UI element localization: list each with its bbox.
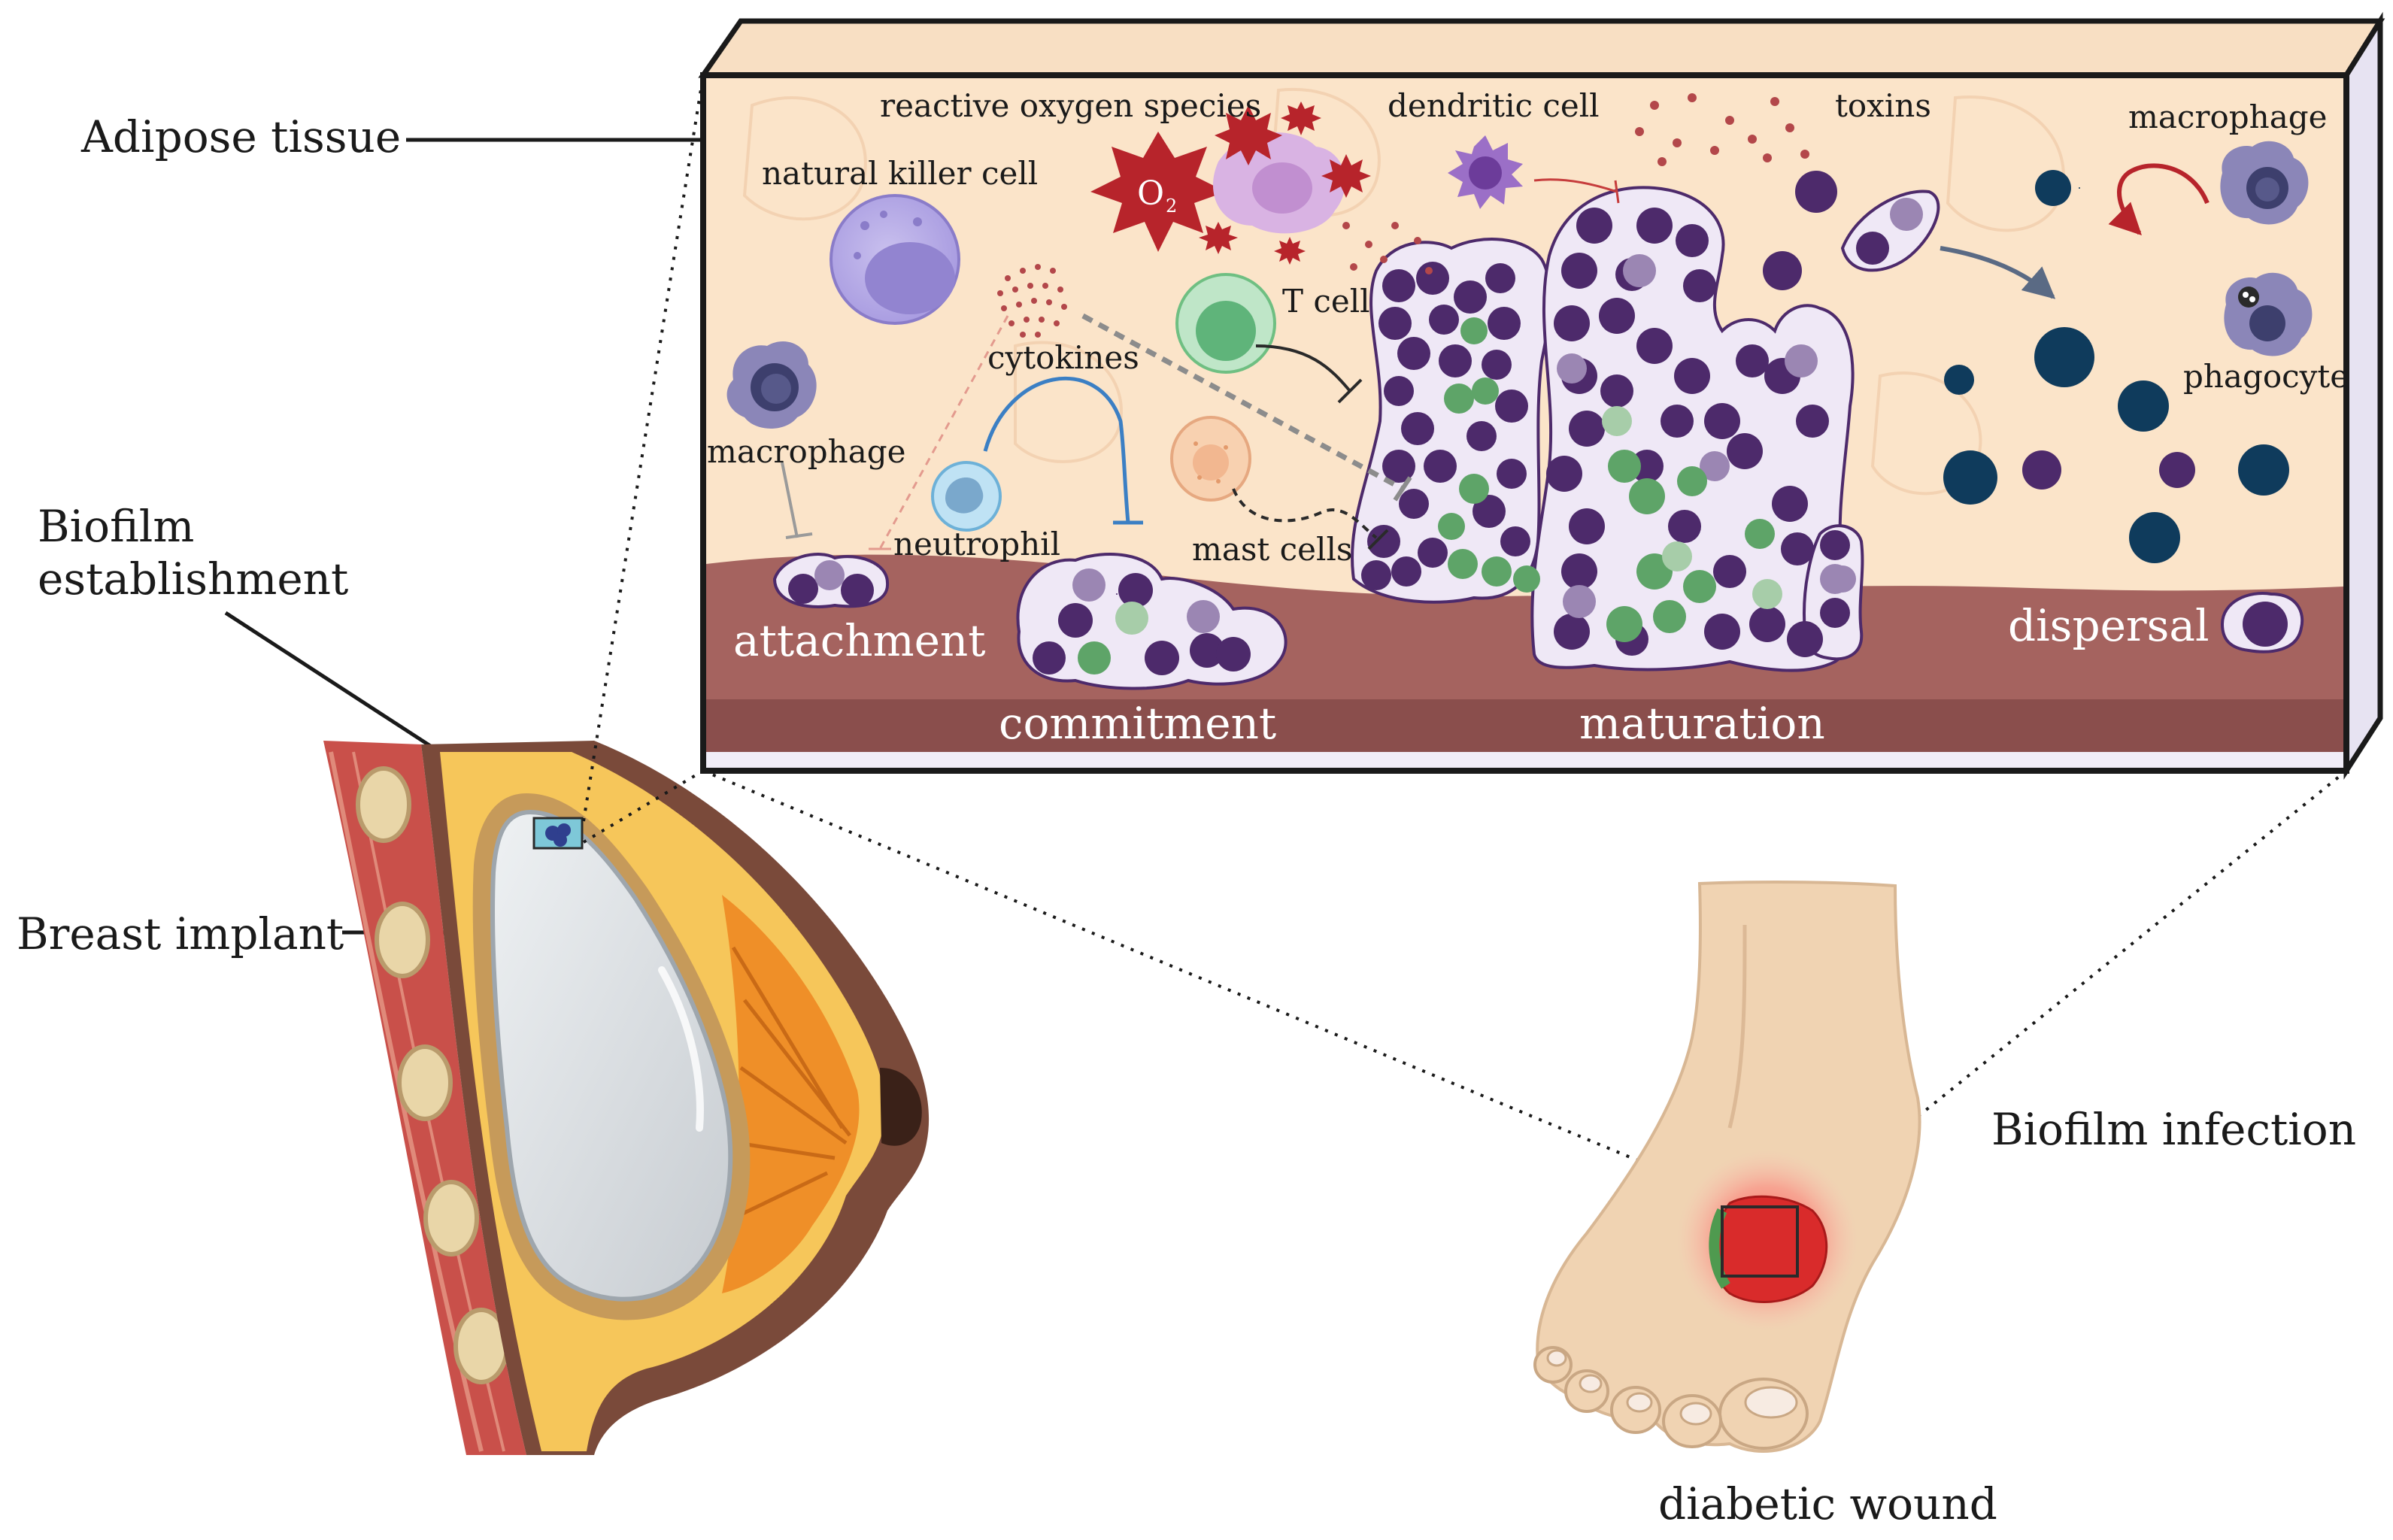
t-cell-label: T cell — [1282, 283, 1370, 320]
phagocytosis-arrow — [2108, 163, 2210, 235]
neutrophil-label: neutrophil — [893, 526, 1060, 562]
mast-cells-label: mast cells — [1192, 531, 1352, 568]
ribs — [356, 766, 509, 1384]
breast-illustration — [323, 741, 930, 1455]
phagocyte — [2224, 272, 2313, 356]
wound-box — [1721, 1205, 1799, 1278]
dendritic-cell — [1448, 135, 1523, 209]
dispersal-arrow — [1940, 246, 2056, 299]
ros-burst-large: O 2 — [1090, 132, 1226, 252]
natural-killer-cell-label: natural killer cell — [762, 155, 1038, 192]
nipple — [880, 1068, 922, 1146]
wound — [1712, 1195, 1828, 1303]
biofilm-establishment-label-line1: Biofilm — [38, 501, 194, 552]
stage-attachment-label: attachment — [733, 615, 986, 666]
diabetic-wound-label: diabetic wound — [1658, 1478, 1997, 1529]
stage-maturation-label: maturation — [1579, 698, 1825, 749]
macrophage-left-label: macrophage — [707, 433, 905, 470]
maturation-bacteria — [1361, 208, 1856, 657]
toxins — [1342, 93, 1809, 274]
foot-illustration — [1533, 881, 1921, 1453]
macrophage-left — [726, 341, 817, 429]
stage-dispersal-label: dispersal — [2008, 600, 2210, 651]
phagocyte-label: phagocyte — [2183, 358, 2349, 395]
biofilm-establishment-label-line2: establishment — [38, 553, 348, 605]
breast-implant-label: Breast implant — [17, 908, 344, 959]
o2-symbol: O — [1137, 174, 1164, 213]
toxins-label: toxins — [1835, 87, 1931, 124]
reactive-oxygen-species-label: reactive oxygen species — [880, 87, 1261, 124]
dendritic-cell-label: dendritic cell — [1388, 87, 1600, 124]
macrophage-right — [2220, 141, 2309, 225]
t-cell — [1175, 273, 1276, 374]
cytokines-label: cytokines — [987, 339, 1139, 376]
glandular-tissue — [722, 895, 860, 1293]
macrophage-right-label: macrophage — [2128, 99, 2327, 135]
natural-killer-cell — [830, 194, 960, 325]
mast-cell-inhibition — [1232, 488, 1378, 539]
neutrophil — [931, 461, 1002, 532]
t-cell-inhibition — [1255, 344, 1351, 393]
adipose-tissue-label: Adipose tissue — [80, 111, 401, 162]
o2-subscript: 2 — [1166, 196, 1177, 217]
biofilm-infection-label: Biofilm infection — [1991, 1104, 2356, 1155]
biofilm-panel: O 2 — [698, 11, 2385, 780]
panel-substrate-dark — [706, 699, 2343, 752]
breast-implant — [490, 809, 733, 1302]
ros-small-bursts — [1199, 102, 1371, 265]
panel-top-face — [698, 18, 2385, 78]
panel-right-face — [2343, 11, 2383, 780]
mast-cell — [1170, 416, 1251, 502]
projection-lines — [582, 74, 2348, 1197]
neutrophil-inhibition — [983, 376, 1130, 523]
stage-commitment-label: commitment — [999, 698, 1276, 749]
dispersed-bacteria — [1763, 170, 2304, 653]
cytokines — [997, 264, 1067, 338]
